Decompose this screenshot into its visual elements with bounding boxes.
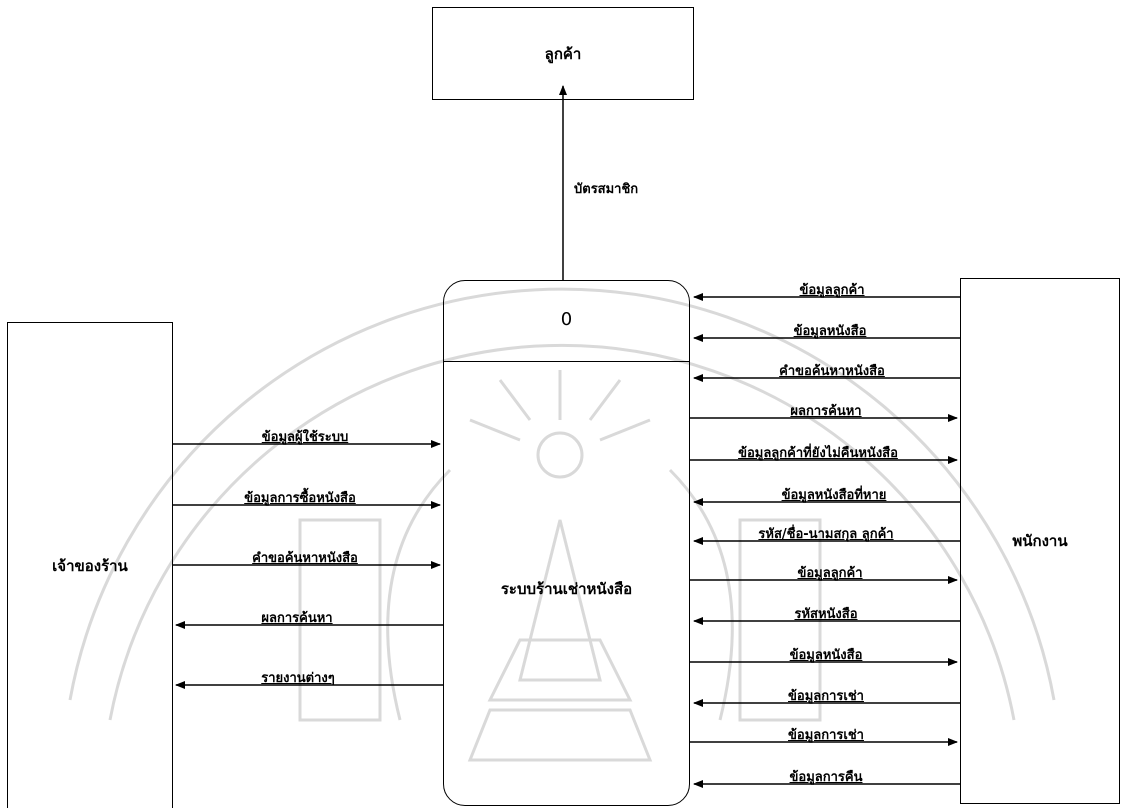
flow-label-staff-7: รหัส/ชื่อ-นามสกุล ลูกค้า xyxy=(758,527,894,542)
flow-label-staff-8: ข้อมูลลูกค้า xyxy=(797,566,863,581)
flow-label-staff-10: ข้อมูลหนังสือ xyxy=(789,648,863,663)
flow-label-owner-1: ข้อมูลผู้ใช้ระบบ xyxy=(261,430,349,445)
flow-label-staff-12: ข้อมูลการเช่า xyxy=(788,728,864,743)
entity-owner: เจ้าของร้าน xyxy=(7,322,173,808)
flow-label-staff-3: คำขอค้นหาหนังสือ xyxy=(779,364,885,379)
flow-label-staff-5: ข้อมูลลูกค้าที่ยังไม่คืนหนังสือ xyxy=(738,446,898,461)
flow-label-owner-3: คำขอค้นหาหนังสือ xyxy=(252,551,358,566)
entity-customer: ลูกค้า xyxy=(432,7,694,100)
flow-label-staff-1: ข้อมูลลูกค้า xyxy=(799,283,865,298)
flow-label-owner-4: ผลการค้นหา xyxy=(261,611,333,626)
entity-staff-label: พนักงาน xyxy=(1012,532,1068,550)
flow-label-to-customer: บัตรสมาชิก xyxy=(574,182,639,197)
flow-label-staff-4: ผลการค้นหา xyxy=(790,404,862,419)
flow-label-owner-5: รายงานต่างๆ xyxy=(261,671,335,686)
process-name: ระบบร้านเช่าหนังสือ xyxy=(500,580,633,598)
flow-label-owner-2: ข้อมูลการซื้อหนังสือ xyxy=(244,491,356,506)
process-divider xyxy=(444,361,689,362)
entity-staff: พนักงาน xyxy=(960,278,1120,804)
flow-label-staff-11: ข้อมูลการเช่า xyxy=(788,689,864,704)
process-id: 0 xyxy=(560,309,573,330)
entity-customer-label: ลูกค้า xyxy=(544,44,582,63)
entity-owner-label: เจ้าของร้าน xyxy=(52,556,128,575)
flow-label-staff-2: ข้อมูลหนังสือ xyxy=(793,324,867,339)
flow-label-staff-6: ข้อมูลหนังสือที่หาย xyxy=(781,488,887,503)
flow-label-staff-9: รหัสหนังสือ xyxy=(794,607,858,622)
flow-label-staff-13: ข้อมูลการคืน xyxy=(789,770,863,785)
process-rental-system: 0 ระบบร้านเช่าหนังสือ xyxy=(443,280,690,806)
